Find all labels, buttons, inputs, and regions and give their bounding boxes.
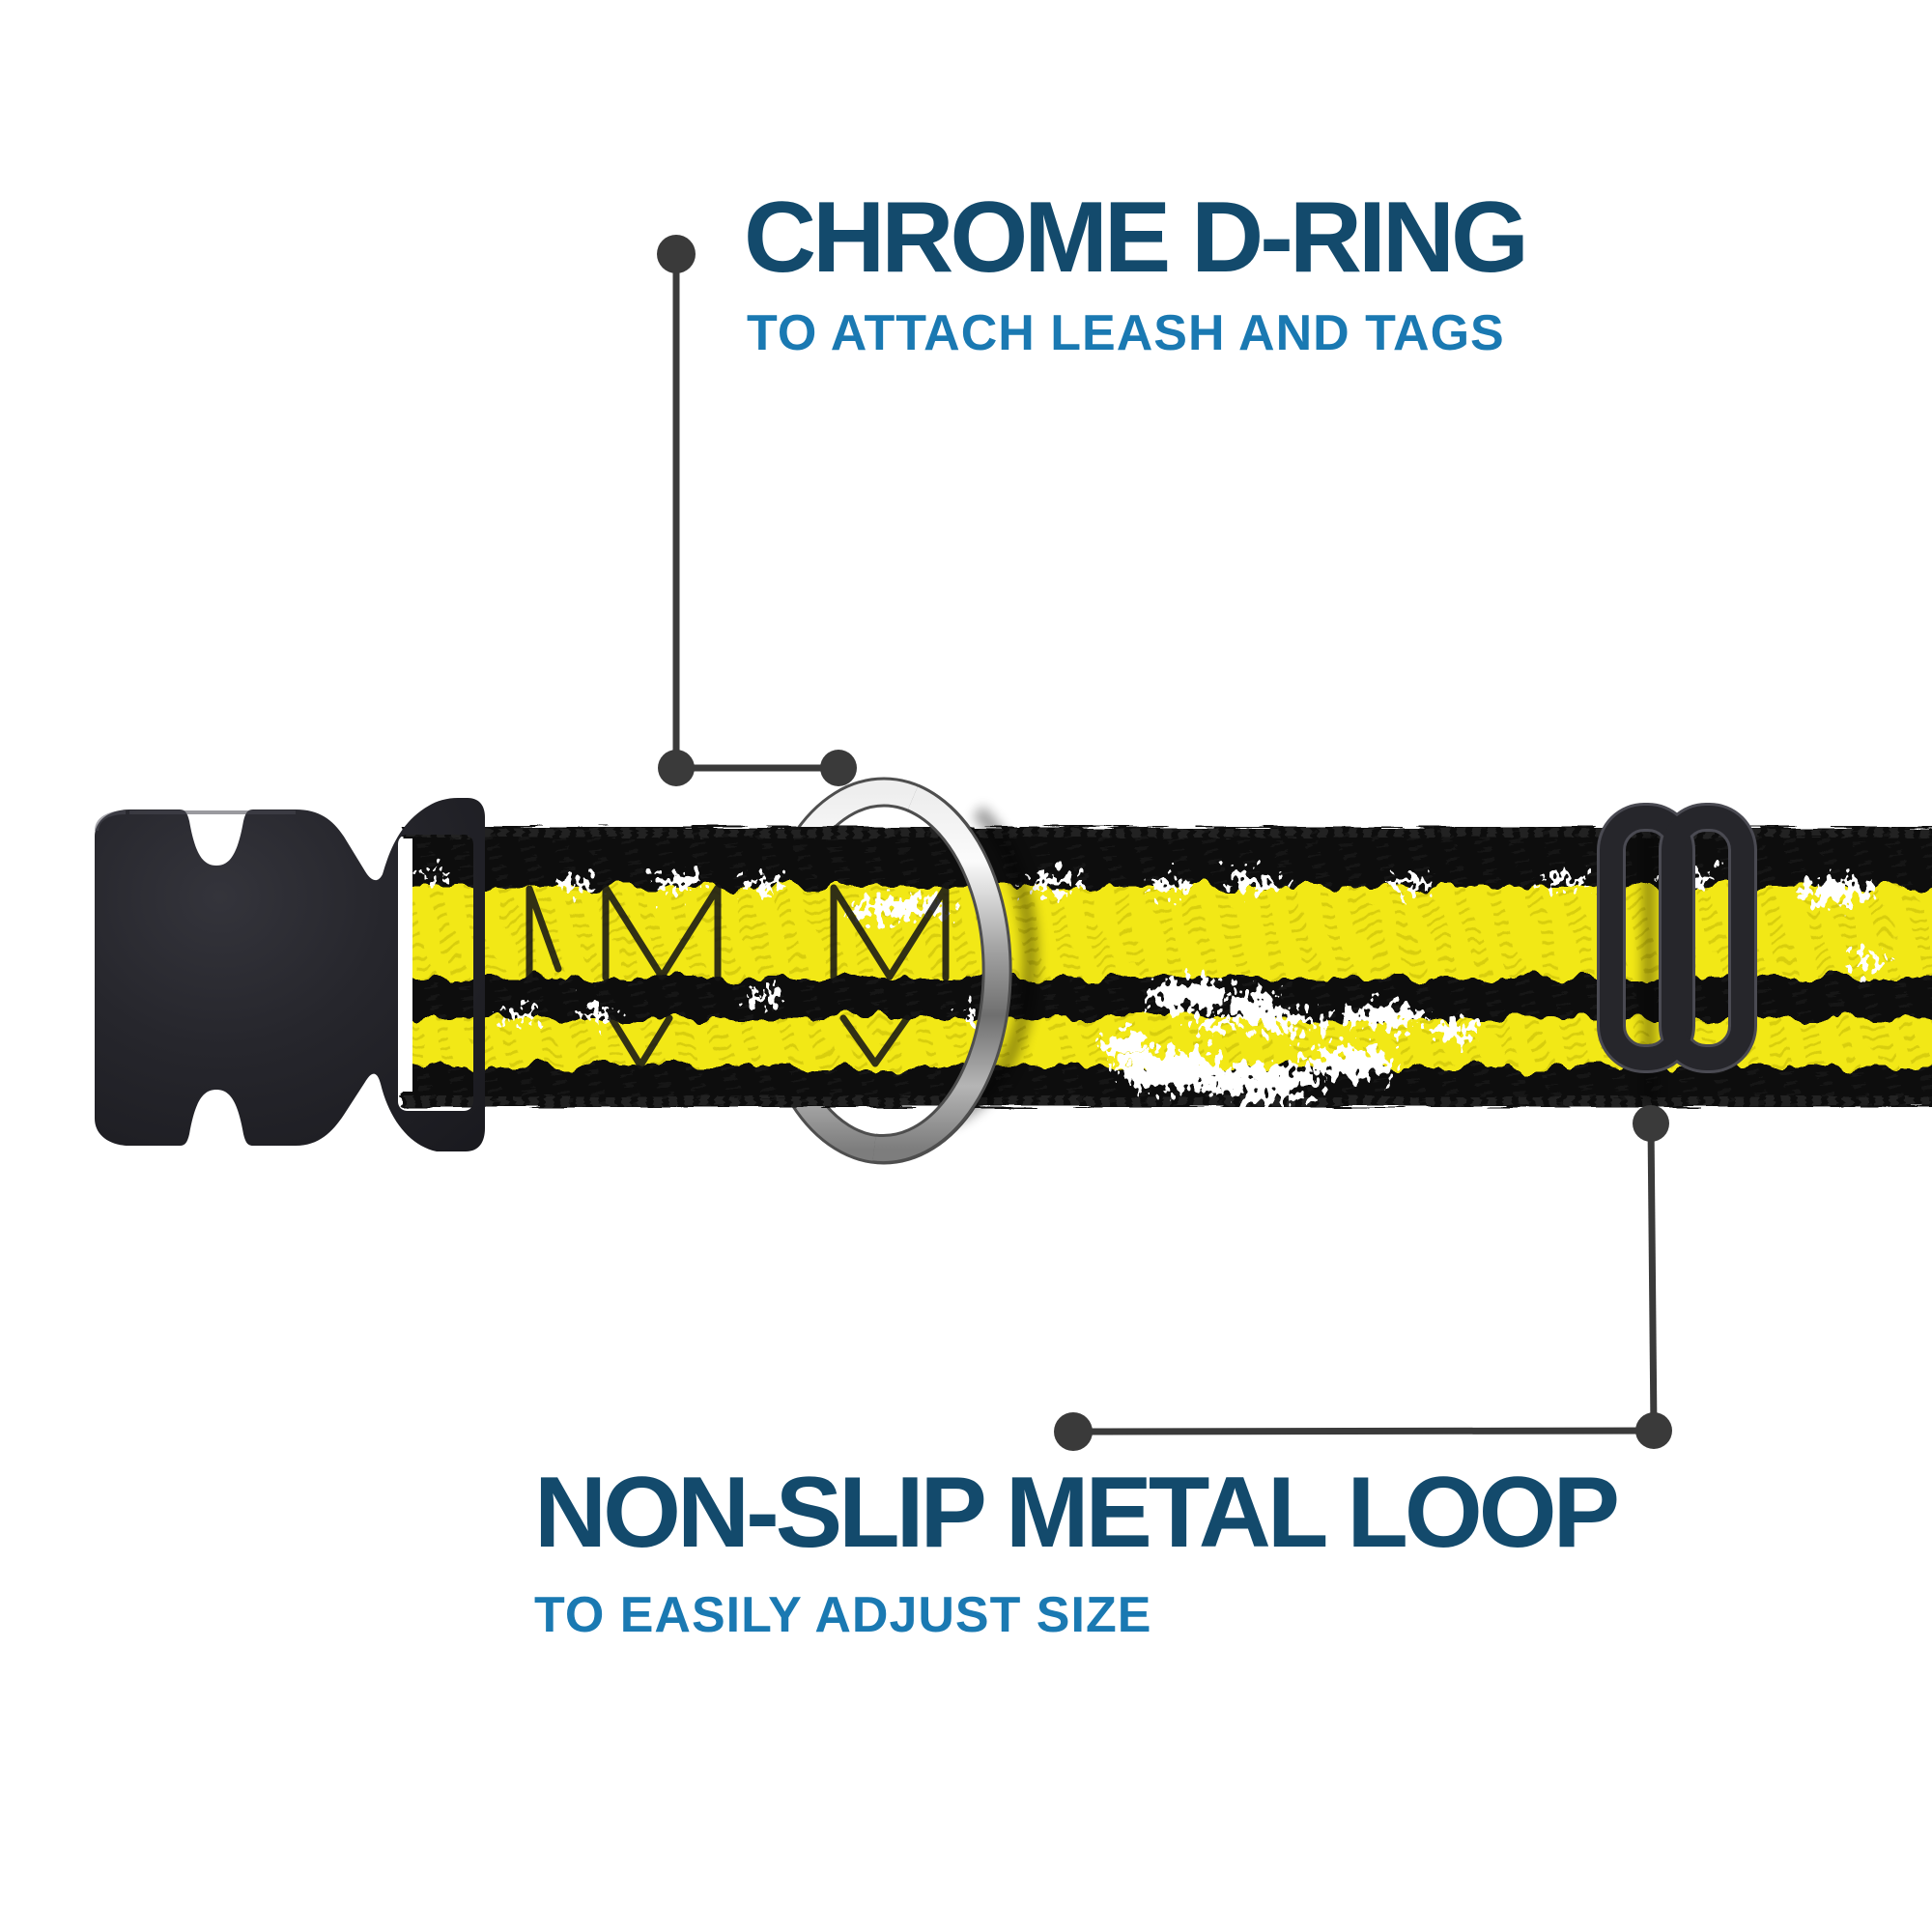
chrome-d-ring — [872, 783, 1012, 1165]
side-release-buckle — [95, 798, 485, 1151]
top-callout-title: CHROME D-RING — [744, 182, 1529, 294]
buckle-slot-gap — [396, 838, 412, 1092]
callout-dot — [1635, 1412, 1672, 1449]
callout-dot — [1633, 1105, 1669, 1142]
callout-dot — [657, 235, 696, 273]
callout-top-connector — [657, 235, 857, 786]
stitching — [526, 884, 950, 1069]
non-slip-metal-loop — [1597, 803, 1757, 1073]
callout-dot — [658, 750, 695, 786]
bottom-callout-subtitle: TO EASILY ADJUST SIZE — [534, 1587, 1152, 1643]
callout-dot — [1054, 1412, 1093, 1451]
callout-dot — [820, 750, 857, 786]
top-callout-subtitle: TO ATTACH LEASH AND TAGS — [747, 305, 1505, 361]
yellow-stripes — [404, 887, 1932, 1066]
callout-bottom-connector — [1054, 1105, 1672, 1451]
bottom-callout-title: NON-SLIP METAL LOOP — [534, 1457, 1620, 1569]
